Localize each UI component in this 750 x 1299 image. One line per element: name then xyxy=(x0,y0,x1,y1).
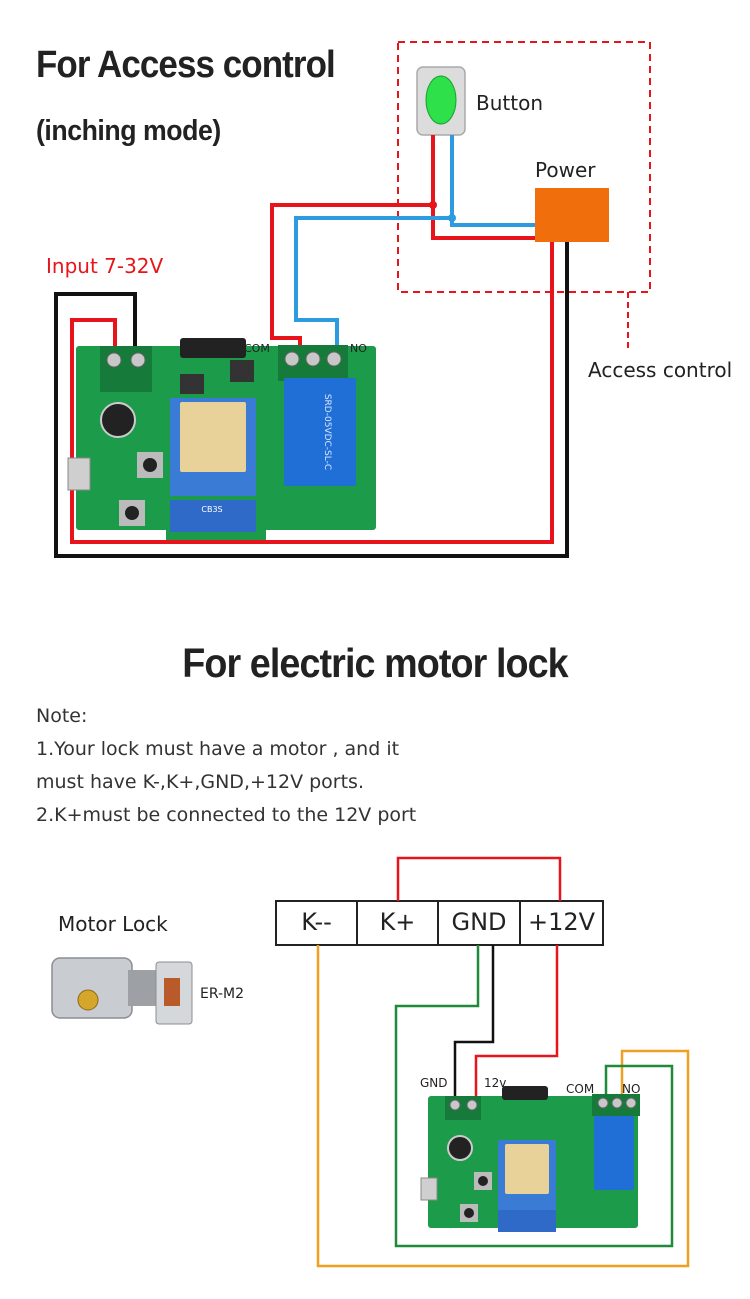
access-control-label: Access control xyxy=(588,358,733,382)
note-line-3: 2.K+must be connected to the 12V port xyxy=(36,804,417,826)
note-line-1: 1.Your lock must have a motor , and it xyxy=(36,738,400,760)
green-wire-gnd xyxy=(394,945,674,1248)
svg-text:SRD-05VDC-SL-C: SRD-05VDC-SL-C xyxy=(322,394,332,470)
red-wire-kplus-12v xyxy=(396,856,562,901)
port-gnd: GND xyxy=(451,908,507,936)
black-wire-gnd-board xyxy=(453,945,495,1100)
port-k-plus: K+ xyxy=(379,908,416,936)
black-wire-input xyxy=(54,242,569,558)
button-label: Button xyxy=(476,91,543,115)
blue-wire-button-power xyxy=(450,135,535,227)
svg-text:CB3S: CB3S xyxy=(201,505,222,514)
orange-wire-k-minus xyxy=(316,945,690,1268)
power-label: Power xyxy=(535,158,596,182)
note-line-2: must have K-,K+,GND,+12V ports. xyxy=(36,771,365,793)
lock-model-label: ER-M2 xyxy=(200,986,245,1002)
red-wire-12v-board xyxy=(474,945,559,1100)
button-green-cap xyxy=(425,75,457,125)
svg-text:12v: 12v xyxy=(484,1076,506,1090)
svg-text:COM: COM xyxy=(566,1082,594,1096)
port-k-minus: K-- xyxy=(301,908,332,936)
red-wire-button-power xyxy=(431,205,535,240)
motor-lock-image xyxy=(51,957,193,1025)
svg-text:COM: COM xyxy=(244,342,270,355)
motor-lock-label: Motor Lock xyxy=(58,912,168,936)
relay-board-2 xyxy=(420,1086,640,1232)
inching-mode-subtitle: (inching mode) xyxy=(36,115,221,147)
relay-board-1: SRD-05VDC-SL-C CB3S xyxy=(67,338,376,540)
red-wire-button-com xyxy=(270,135,435,352)
svg-text:NO: NO xyxy=(622,1082,640,1096)
power-box xyxy=(535,188,609,242)
note-heading: Note: xyxy=(36,705,88,727)
blue-wire-to-no xyxy=(294,216,452,352)
svg-text:GND: GND xyxy=(420,1076,448,1090)
motor-lock-title: For electric motor lock xyxy=(182,640,568,686)
access-control-title: For Access control xyxy=(36,44,336,86)
red-wire-input xyxy=(70,242,554,544)
access-control-box xyxy=(397,41,651,293)
port-table xyxy=(275,900,604,946)
port-plus-12v: +12V xyxy=(527,908,596,936)
input-voltage-label: Input 7-32V xyxy=(46,254,164,278)
svg-text:NO: NO xyxy=(350,342,367,355)
